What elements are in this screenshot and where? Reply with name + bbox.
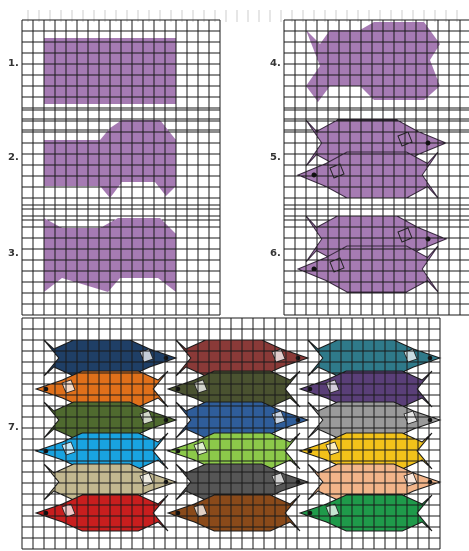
- mosaic-fish-eye: [428, 480, 433, 485]
- step-label-4: 4.: [270, 58, 281, 69]
- step5-eye-left: [312, 173, 317, 178]
- step-label-5: 5.: [270, 152, 281, 163]
- mosaic-fish-eye: [164, 480, 169, 485]
- step-label-6: 6.: [270, 248, 281, 259]
- mosaic-fish-body: [168, 495, 300, 531]
- step6-fish-left: [298, 246, 438, 292]
- mosaic-fish-body: [36, 495, 168, 531]
- mosaic-fish-eye: [164, 356, 169, 361]
- mosaic-fish-eye: [428, 418, 433, 423]
- step5-fish-left: [298, 152, 438, 198]
- step-label-1: 1.: [8, 58, 19, 69]
- mosaic-fish-eye: [428, 356, 433, 361]
- step6-eye-right: [426, 237, 431, 242]
- step5-eye-right: [426, 141, 431, 146]
- step3-grid: [22, 205, 220, 315]
- step-label-7: 7.: [8, 422, 19, 433]
- step-label-2: 2.: [8, 152, 19, 163]
- mosaic-fish-18: [300, 495, 432, 531]
- mosaic-fish-16: [36, 495, 168, 531]
- step2-grid: [22, 110, 220, 220]
- mosaic-fish-eye: [296, 480, 301, 485]
- mosaic-fish-eye: [164, 418, 169, 423]
- step4-shape: [306, 22, 440, 102]
- mosaic-fish-eye: [296, 418, 301, 423]
- mosaic-fish-body: [300, 495, 432, 531]
- mosaic-fish-17: [168, 495, 300, 531]
- step-label-3: 3.: [8, 248, 19, 259]
- mosaic-fish-eye: [296, 356, 301, 361]
